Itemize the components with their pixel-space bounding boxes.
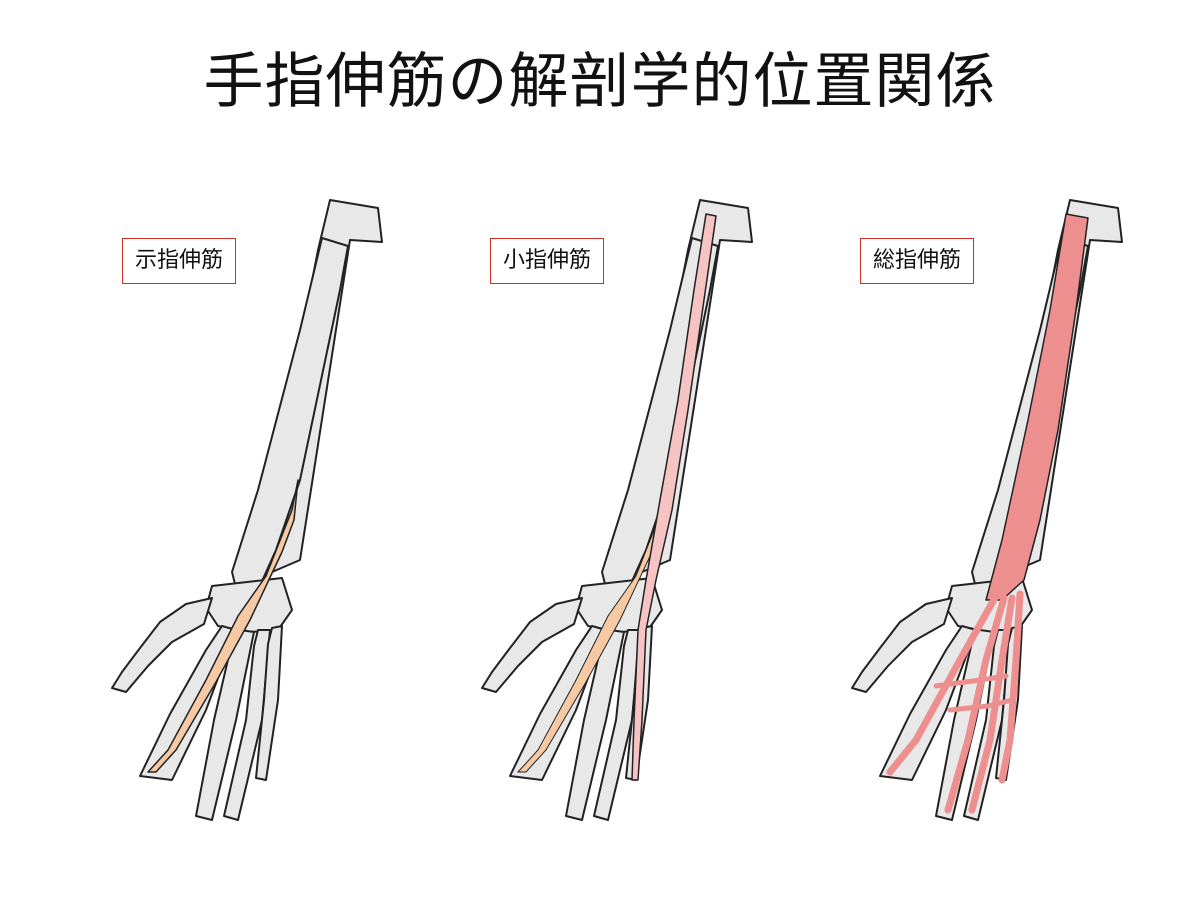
thumb-bone xyxy=(851,597,953,693)
extensor-digitorum-belly xyxy=(985,213,1089,601)
panel-extensor-indicis: 示指伸筋 xyxy=(0,180,400,860)
panel-extensor-digiti-minimi: 小指伸筋 xyxy=(370,180,770,860)
panel-extensor-digitorum: 総指伸筋 xyxy=(740,180,1140,860)
juncturae-tendinum xyxy=(933,673,1015,713)
extensor-indicis-muscle xyxy=(516,479,669,773)
bones xyxy=(851,199,1123,821)
extensor-digitorum-tendons xyxy=(886,590,1024,814)
forearm-hand-illustration xyxy=(481,199,753,821)
muscle-label: 総指伸筋 xyxy=(860,238,975,284)
forearm-hand-illustration xyxy=(851,199,1123,821)
extensor-indicis-muscle xyxy=(147,479,299,773)
forearm-hand-illustration xyxy=(111,199,383,821)
thumb-bone xyxy=(111,597,213,693)
thumb-bone xyxy=(481,597,583,693)
muscle-label: 示指伸筋 xyxy=(122,238,237,284)
extensor-digiti-minimi-muscle xyxy=(631,213,717,781)
bones xyxy=(111,199,383,821)
muscle-label: 小指伸筋 xyxy=(490,238,605,284)
page-title: 手指伸筋の解剖学的位置関係 xyxy=(203,47,997,117)
bones xyxy=(481,199,753,821)
little-finger-bone xyxy=(255,625,283,781)
